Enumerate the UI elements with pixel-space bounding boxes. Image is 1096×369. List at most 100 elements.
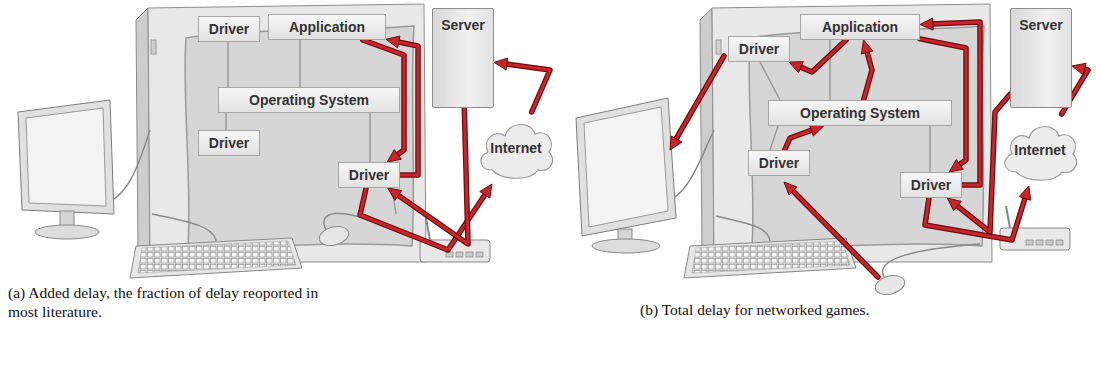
node-text: Driver [739,41,779,58]
output-arrow [670,56,724,150]
bus-line [369,112,371,163]
driver-box: Driver [748,150,810,176]
router [1000,206,1070,250]
arrow-heads [386,36,400,48]
driver-box: Driver [728,36,790,62]
delay-arrow [861,40,873,100]
mouse [873,244,980,298]
node-text: Operating System [249,92,369,109]
sub-caption: (b) Total delay for networked games. [640,300,1060,319]
arrow-heads [861,40,873,54]
arrow-head [386,36,400,48]
node-text: Driver [759,155,799,172]
driver-box: Driver [198,130,260,156]
bus-line [760,62,780,100]
arrow-heads [480,184,492,198]
node-text: Driver [209,21,249,38]
arrow-head [480,184,492,198]
arrow-core [785,130,814,150]
server-tower: Server [432,8,494,108]
arrow-heads [809,125,823,136]
arrow-heads [388,188,402,200]
monitor-bezel [18,100,114,214]
case-slot [151,40,156,54]
node-text: Driver [911,177,951,194]
keyboard [684,238,856,278]
node-text: Server [441,17,485,34]
arrow-outline [676,56,724,139]
arrow-head [861,40,873,54]
arrow-head [784,182,797,195]
arrow-head [949,160,963,172]
arrow-heads [494,58,508,70]
driver-box: Driver [338,162,400,188]
node-text: Application [289,19,365,36]
pc-case [700,4,992,262]
arrow-core [864,51,872,100]
internet-cloud: Internet [998,114,1082,186]
arrow-head [1019,186,1030,200]
arrow-outline [793,191,878,277]
arrow-core [799,40,846,72]
cloud-shape [1005,126,1077,180]
application-box: Application [268,14,386,40]
case-front [712,4,992,262]
monitor-screen [584,107,668,227]
arrow-head [947,198,961,211]
arrow-core [793,191,878,277]
sub-caption: (a) Added delay, the fraction of delay r… [8,283,320,322]
monitor-screen [26,108,106,206]
arrow-heads [1019,186,1030,200]
arrow-outline [505,64,550,112]
monitor-base [35,225,99,239]
bus-line [227,40,229,88]
arrow-head [670,136,682,150]
arrow-head [494,58,508,70]
server-tower: Server [1010,8,1072,108]
arrow-head [1072,63,1086,75]
arrow-head [387,150,401,162]
arrow-head [789,62,803,73]
bus-line [225,112,227,131]
monitor [18,100,150,239]
bus-line [829,40,831,100]
arrow-core [956,94,1010,232]
driver-box: Driver [900,172,962,198]
arrow-heads [920,18,933,30]
input-arrow [784,182,878,277]
os-band: Operating System [768,100,952,126]
arrow-outline [864,51,872,100]
node-text: Operating System [800,105,920,122]
arrow-outline [956,94,1010,232]
mouse-body [317,223,351,248]
arrow-core [676,56,724,139]
arrow-head [809,125,823,136]
node-text: Server [1019,17,1063,34]
node-text: Driver [209,135,249,152]
bus-line [299,40,301,88]
bus-line [770,126,778,150]
cable [670,130,714,200]
arrow-head [920,18,933,30]
arrow-heads [1072,63,1086,75]
keyboard [130,238,302,278]
node-text: Internet [1014,142,1065,159]
cable [152,214,216,241]
delay-arrow [494,58,550,112]
cable [883,244,980,277]
application-box: Application [800,14,920,40]
arrow-outline [799,40,846,72]
node-text: Application [822,19,898,36]
monitor-bezel [576,98,676,236]
arrow-heads [789,62,803,73]
node-text: Internet [490,140,541,157]
delay-arrow [785,125,824,150]
cloud-shape [481,124,553,178]
arrow-head [388,188,402,200]
delay-arrow [789,40,846,73]
cable [716,216,770,241]
monitor-base [592,239,660,253]
internet-cloud: Internet [474,112,558,184]
bus-line [929,126,931,172]
